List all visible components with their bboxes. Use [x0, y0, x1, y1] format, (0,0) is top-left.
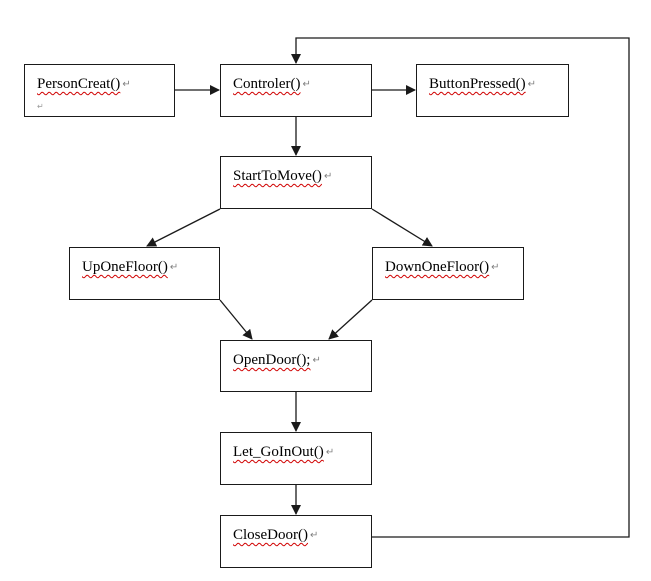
- node-closedoor: CloseDoor()↵: [220, 515, 372, 568]
- paragraph-mark-icon: ↵: [323, 171, 333, 182]
- node-label: StartToMove()↵: [233, 168, 332, 185]
- node-label: PersonCreat()↵: [37, 76, 131, 93]
- node-controler: Controler()↵: [220, 64, 372, 117]
- node-label: CloseDoor()↵: [233, 527, 318, 544]
- node-downonefloor: DownOneFloor()↵: [372, 247, 524, 300]
- paragraph-mark-icon: ↵: [325, 447, 335, 458]
- edge-closedoor-controler-loop: [291, 37, 630, 538]
- node-letgoinout: Let_GoInOut()↵: [220, 432, 372, 485]
- node-text: StartToMove(): [233, 168, 322, 184]
- paragraph-mark-icon: ↵: [312, 355, 321, 366]
- node-text: ButtonPressed(): [429, 76, 526, 92]
- paragraph-mark-icon: ↵: [491, 262, 500, 273]
- edge-uponefloor-opendoor: [219, 299, 253, 340]
- node-label: DownOneFloor()↵: [385, 259, 500, 276]
- edge-starttomove-uponefloor: [146, 208, 221, 247]
- paragraph-mark-icon: ↵: [169, 262, 179, 273]
- paragraph-mark-icon: ↵: [302, 79, 311, 90]
- node-text: DownOneFloor(): [385, 259, 490, 275]
- node-buttonpressed: ButtonPressed()↵: [416, 64, 569, 117]
- paragraph-mark-icon: ↵: [122, 79, 131, 90]
- node-label: ButtonPressed()↵: [429, 76, 536, 93]
- node-label: OpenDoor();↵: [233, 352, 321, 369]
- node-text: PersonCreat(): [37, 76, 121, 92]
- paragraph-mark-icon: ↵: [527, 79, 537, 90]
- edge-starttomove-downonefloor: [371, 208, 433, 247]
- node-starttomove: StartToMove()↵: [220, 156, 372, 209]
- node-text: OpenDoor();: [233, 352, 311, 368]
- node-uponefloor: UpOneFloor()↵: [69, 247, 220, 300]
- paragraph-mark-icon: ↵: [310, 530, 319, 541]
- node-opendoor: OpenDoor();↵: [220, 340, 372, 392]
- node-text: UpOneFloor(): [82, 259, 168, 275]
- node-label: UpOneFloor()↵: [82, 259, 178, 276]
- node-text: Let_GoInOut(): [233, 444, 324, 460]
- node-text: CloseDoor(): [233, 527, 308, 543]
- paragraph-mark-icon: ↵: [37, 102, 44, 111]
- node-label: Let_GoInOut()↵: [233, 444, 334, 461]
- node-personcreat: PersonCreat()↵ ↵: [24, 64, 175, 117]
- node-label: Controler()↵: [233, 76, 311, 93]
- edge-downonefloor-opendoor: [328, 299, 373, 340]
- node-text: Controler(): [233, 76, 301, 92]
